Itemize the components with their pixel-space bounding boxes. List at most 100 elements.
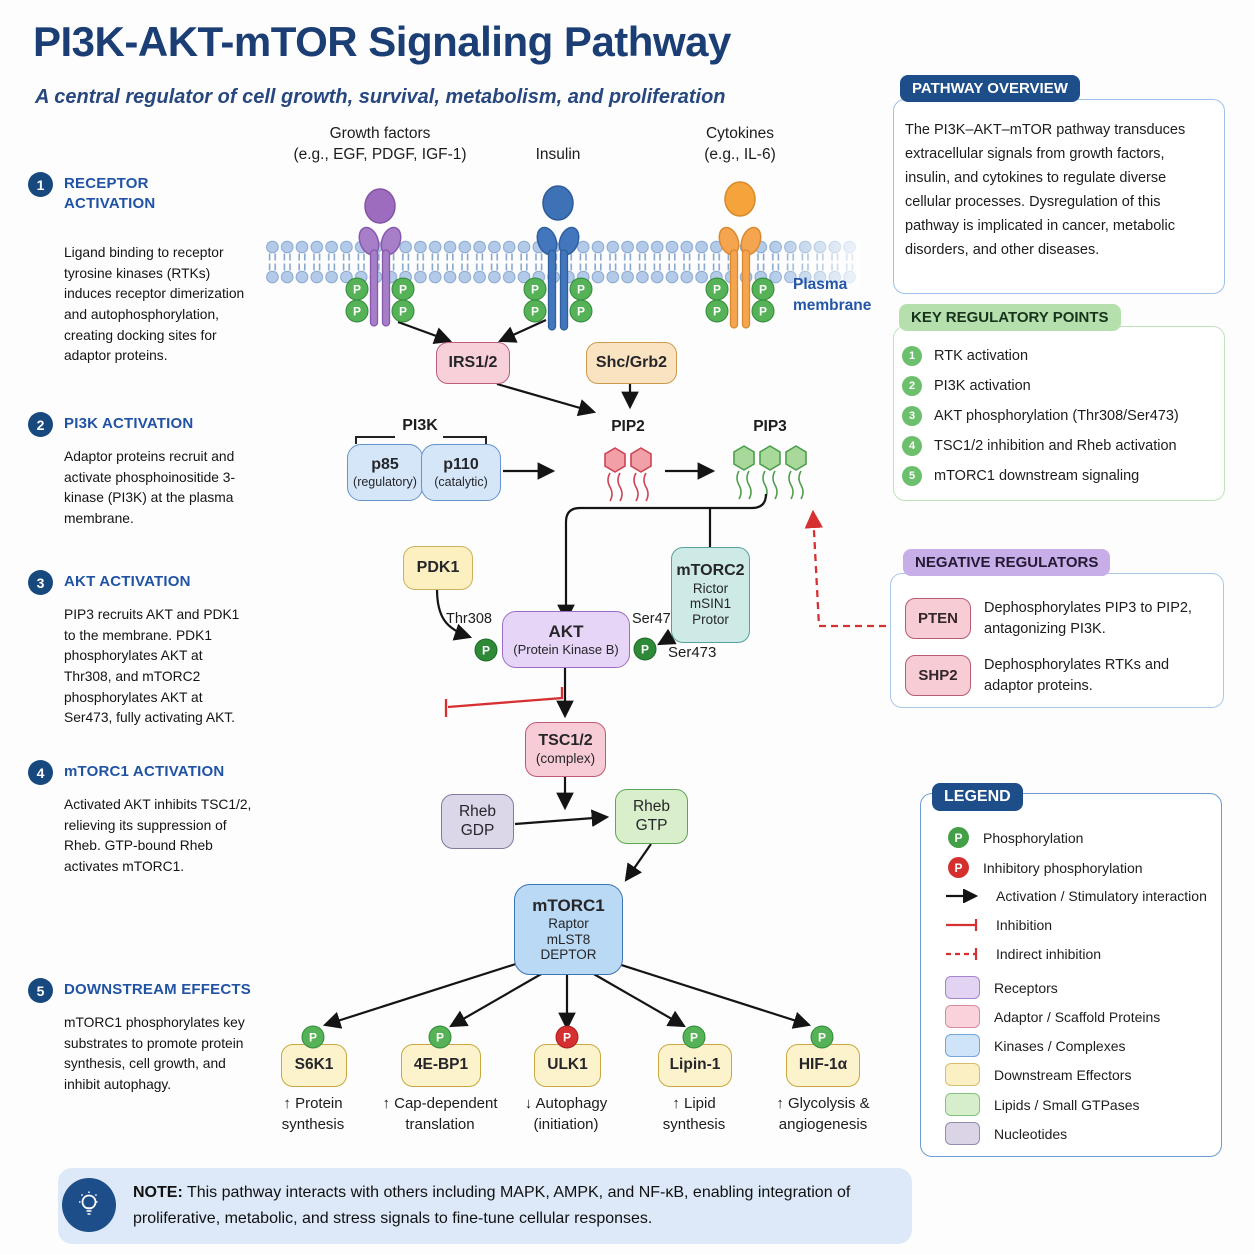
node-shp2: SHP2 xyxy=(905,655,971,696)
legend-item-nucleotides: Nucleotides xyxy=(945,1122,1067,1145)
effect-ulk1: ↓ Autophagy xyxy=(524,1095,608,1112)
phospho-badge: P xyxy=(705,277,729,301)
legend-item-phosphorylation: P Phosphorylation xyxy=(948,827,1083,848)
step-number: 2 xyxy=(28,412,53,437)
key-point-item: 3 AKT phosphorylation (Thr308/Ser473) xyxy=(902,406,1179,426)
step-number: 5 xyxy=(28,978,53,1003)
thr308-label: Thr308 xyxy=(446,611,492,627)
growth-factors-label: Growth factors xyxy=(329,125,431,142)
legend-item-indirect-inhibition: Indirect inhibition xyxy=(944,946,1101,962)
step-receptor-activation: 1 RECEPTOR ACTIVATION Ligand binding to … xyxy=(28,172,253,367)
indirect-inhibition-icon xyxy=(946,948,978,960)
phospho-badge: P xyxy=(705,299,729,323)
effect-hif1a: ↑ Glycolysis & xyxy=(776,1095,870,1112)
growth-factors-examples: (e.g., EGF, PDGF, IGF-1) xyxy=(293,146,467,163)
adaptor-swatch xyxy=(945,1005,980,1028)
pathway-overview-title: PATHWAY OVERVIEW xyxy=(900,75,1080,102)
step-body: Ligand binding to receptor tyrosine kina… xyxy=(64,245,245,364)
node-tsc12: TSC1/2 (complex) xyxy=(525,722,606,777)
legend-item-adaptor: Adaptor / Scaffold Proteins xyxy=(945,1005,1160,1028)
legend-item-lipids: Lipids / Small GTPases xyxy=(945,1093,1140,1116)
pip2-label: PIP2 xyxy=(611,418,645,435)
ser473-bottom-label: Ser473 xyxy=(668,644,717,661)
key-points-title: KEY REGULATORY POINTS xyxy=(899,304,1121,331)
node-mtorc2: mTORC2 Rictor mSIN1 Protor xyxy=(671,547,750,643)
node-mtorc1: mTORC1 Raptor mLST8 DEPTOR xyxy=(514,884,623,975)
effect-4ebp1-2: translation xyxy=(405,1116,475,1133)
step-title: RECEPTOR ACTIVATION xyxy=(64,175,156,212)
receptors-swatch xyxy=(945,976,980,999)
effect-lipin1-2: synthesis xyxy=(662,1116,726,1133)
step-body: Adaptor proteins recruit and activate ph… xyxy=(64,449,236,527)
step-mtorc1-activation: 4 mTORC1 ACTIVATION Activated AKT inhibi… xyxy=(28,760,253,878)
pip2-lipids xyxy=(604,447,652,502)
lightbulb-icon xyxy=(62,1178,116,1232)
phospho-badge-lipin1: P xyxy=(682,1025,706,1049)
step-akt-activation: 3 AKT ACTIVATION PIP3 recruits AKT and P… xyxy=(28,570,253,729)
node-rheb-gtp: Rheb GTP xyxy=(615,789,688,844)
page-title: PI3K-AKT-mTOR Signaling Pathway xyxy=(33,18,731,65)
effect-s6k1-2: synthesis xyxy=(281,1116,345,1133)
phospho-badge: P xyxy=(751,277,775,301)
phospho-badge: P xyxy=(523,299,547,323)
effect-s6k1: ↑ Protein xyxy=(283,1095,343,1112)
pi3k-bracket xyxy=(355,436,487,444)
node-ulk1: ULK1 xyxy=(534,1044,601,1087)
phospho-badge-hif1a: P xyxy=(810,1025,834,1049)
phospho-red-icon: P xyxy=(948,857,969,878)
legend-item-effectors: Downstream Effectors xyxy=(945,1063,1131,1086)
node-p85: p85 (regulatory) xyxy=(347,444,423,501)
cytokines-examples: (e.g., IL-6) xyxy=(704,146,776,163)
step-title: DOWNSTREAM EFFECTS xyxy=(64,981,251,998)
pathway-overview-panel xyxy=(893,99,1225,294)
key-point-item: 5 mTORC1 downstream signaling xyxy=(902,466,1139,486)
node-pten: PTEN xyxy=(905,598,971,639)
phospho-badge: P xyxy=(751,299,775,323)
phospho-badge: P xyxy=(345,277,369,301)
node-akt: AKT (Protein Kinase B) xyxy=(502,611,630,668)
cytokines-label: Cytokines xyxy=(705,125,775,142)
inhibition-tbar-icon xyxy=(946,919,978,931)
legend-item-receptors: Receptors xyxy=(945,976,1058,999)
phospho-badge: P xyxy=(391,299,415,323)
step-body: Activated AKT inhibits TSC1/2, relieving… xyxy=(64,797,252,875)
phospho-badge-4ebp1: P xyxy=(428,1025,452,1049)
activation-arrow-icon xyxy=(946,889,979,903)
node-lipin1: Lipin-1 xyxy=(658,1044,732,1087)
phospho-badge: P xyxy=(569,277,593,301)
effect-hif1a-2: angiogenesis xyxy=(778,1116,868,1133)
step-number: 3 xyxy=(28,570,53,595)
indirect-inhibition-dashed xyxy=(804,509,886,628)
step-title: PI3K ACTIVATION xyxy=(64,415,194,432)
node-s6k1: S6K1 xyxy=(281,1044,347,1087)
step-body: PIP3 recruits AKT and PDK1 to the membra… xyxy=(64,607,240,726)
step-number: 4 xyxy=(28,760,53,785)
effectors-swatch xyxy=(945,1063,980,1086)
pathway-overview-body: The PI3K–AKT–mTOR pathway transduces ext… xyxy=(905,122,1186,259)
pi3k-label: PI3K xyxy=(402,417,438,434)
legend-item-kinases: Kinases / Complexes xyxy=(945,1034,1126,1057)
pip3-lipids xyxy=(733,445,807,500)
node-4ebp1: 4E-BP1 xyxy=(401,1044,481,1087)
step-body: mTORC1 phosphorylates key substrates to … xyxy=(64,1015,245,1093)
kinases-swatch xyxy=(945,1034,980,1057)
legend-title: LEGEND xyxy=(932,783,1023,811)
inhibitory-phospho-badge-ulk1: P xyxy=(555,1025,579,1049)
node-pdk1: PDK1 xyxy=(403,546,473,590)
negative-regulators-title: NEGATIVE REGULATORS xyxy=(903,549,1111,576)
phospho-badge: P xyxy=(391,277,415,301)
note-box xyxy=(58,1168,912,1244)
phospho-badge: P xyxy=(523,277,547,301)
effect-lipin1: ↑ Lipid xyxy=(672,1095,716,1112)
step-pi3k-activation: 2 PI3K ACTIVATION Adaptor proteins recru… xyxy=(28,412,253,530)
step-title: mTORC1 ACTIVATION xyxy=(64,763,225,780)
plasma-membrane-label: Plasma xyxy=(793,276,848,293)
phospho-badge-ser473: P xyxy=(633,637,657,661)
nucleotides-swatch xyxy=(945,1122,980,1145)
lipids-swatch xyxy=(945,1093,980,1116)
key-point-item: 4 TSC1/2 inhibition and Rheb activation xyxy=(902,436,1177,456)
inhibition-tbar xyxy=(444,687,564,717)
step-title: AKT ACTIVATION xyxy=(64,573,191,590)
insulin-label: Insulin xyxy=(535,146,581,163)
